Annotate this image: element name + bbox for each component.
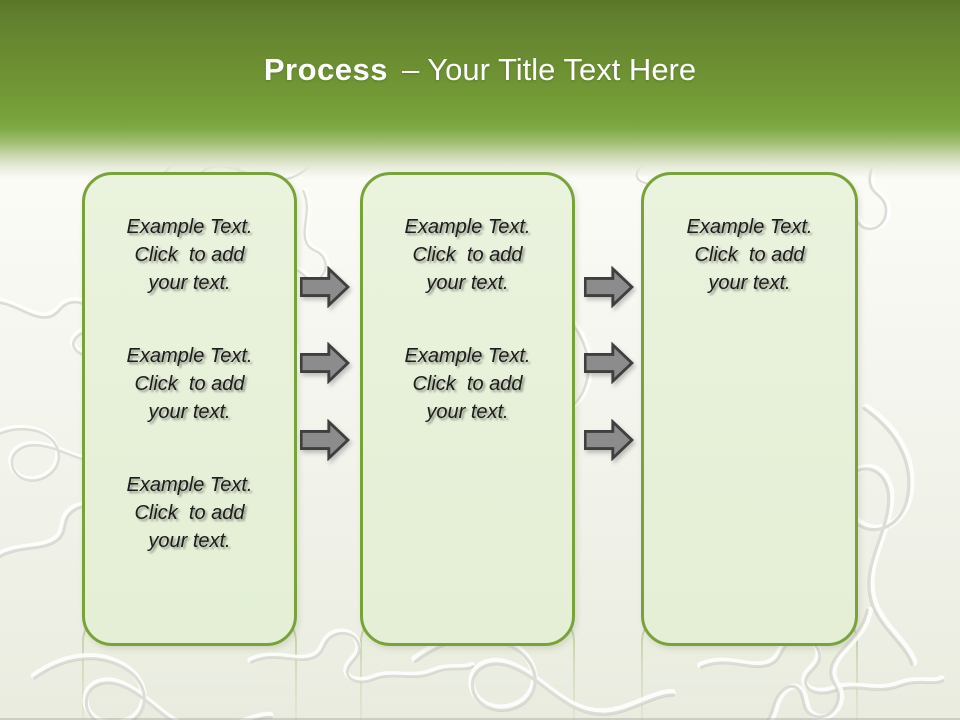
text-placeholder[interactable]: Example Text. Click to add your text. [373,342,562,426]
placeholder-line: Click to add [412,373,523,395]
page-title: Process – Your Title Text Here [0,52,960,88]
placeholder-line: your text. [148,530,231,552]
placeholder-line: your text. [426,401,509,423]
title-keyword: Process [263,52,389,87]
arrow-right-icon [584,419,634,461]
arrow-right-icon [300,342,350,384]
placeholder-line: your text. [708,272,791,294]
placeholder-line: your text. [148,272,231,294]
text-placeholder[interactable]: Example Text. Click to add your text. [95,471,284,555]
arrow-right-icon [584,266,634,308]
process-box-2[interactable]: Example Text. Click to add your text. Ex… [360,172,575,646]
placeholder-line: Example Text. [126,216,253,238]
text-placeholder[interactable]: Example Text. Click to add your text. [654,213,845,297]
title-rest: – Your Title Text Here [402,52,697,87]
process-box-1[interactable]: Example Text. Click to add your text. Ex… [82,172,297,646]
placeholder-line: Click to add [134,502,245,524]
arrow-right-icon [300,419,350,461]
placeholder-line: your text. [148,401,231,423]
placeholder-line: Click to add [134,244,245,266]
process-box-3[interactable]: Example Text. Click to add your text. [641,172,858,646]
placeholder-line: Click to add [412,244,523,266]
text-placeholder[interactable]: Example Text. Click to add your text. [373,213,562,297]
placeholder-line: Click to add [134,373,245,395]
placeholder-line: Example Text. [126,474,253,496]
slide-bottom-edge [0,718,960,720]
placeholder-line: Example Text. [404,216,531,238]
text-placeholder[interactable]: Example Text. Click to add your text. [95,342,284,426]
placeholder-line: your text. [426,272,509,294]
placeholder-line: Click to add [694,244,805,266]
arrow-right-icon [584,342,634,384]
text-placeholder[interactable]: Example Text. Click to add your text. [95,213,284,297]
placeholder-line: Example Text. [404,345,531,367]
placeholder-line: Example Text. [126,345,253,367]
placeholder-line: Example Text. [686,216,813,238]
slide-header: Process – Your Title Text Here [0,0,960,178]
arrow-right-icon [300,266,350,308]
